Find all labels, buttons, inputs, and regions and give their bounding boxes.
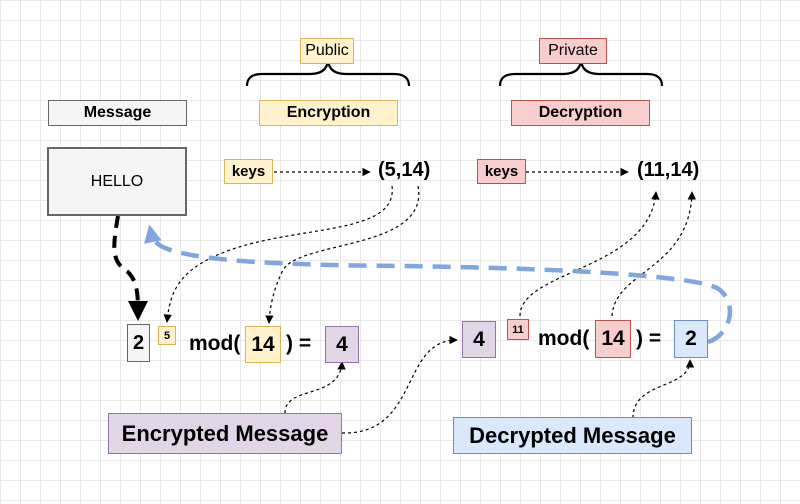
encrypted-caption-to-result-arrow <box>284 361 346 414</box>
encrypted-caption-to-cipher-arrow <box>341 335 458 434</box>
public-key-to-modulus-arrow <box>265 185 420 324</box>
message-box: HELLO <box>47 147 187 216</box>
encryption-result: 4 <box>325 326 359 363</box>
encryption-label: Encryption <box>259 100 398 126</box>
private-label: Private <box>539 38 607 64</box>
plaintext-number: 2 <box>127 324 150 362</box>
encrypted-message-caption: Encrypted Message <box>108 413 342 454</box>
decryption-result: 2 <box>674 320 708 358</box>
message-label: Message <box>48 100 187 126</box>
decryption-label: Decryption <box>511 100 650 126</box>
decrypted-caption-to-result-arrow <box>632 359 695 419</box>
encryption-exponent: 5 <box>158 326 176 345</box>
public-keys-label: keys <box>224 159 273 184</box>
encryption-mod-text: mod( <box>189 332 241 355</box>
decryption-modulus: 14 <box>595 320 631 358</box>
private-keys-label: keys <box>477 159 526 184</box>
public-key-to-exponent-arrow <box>163 185 393 323</box>
modulus-to-private-key-arrow <box>611 191 696 317</box>
encryption-close-equals: ) = <box>286 332 312 355</box>
decryption-exponent: 11 <box>507 319 529 340</box>
decryption-mod-text: mod( <box>538 327 590 350</box>
message-to-plaintext-arrow <box>112 215 148 321</box>
decrypted-loop-arrow <box>144 224 733 345</box>
private-key-pair: (11,14) <box>637 159 700 181</box>
ciphertext-number: 4 <box>462 321 496 358</box>
decryption-close-equals: ) = <box>636 327 662 350</box>
public-key-pair: (5,14) <box>378 159 431 181</box>
exponent-to-private-key-arrow <box>519 191 660 317</box>
encryption-modulus: 14 <box>245 326 281 363</box>
public-label: Public <box>300 38 354 64</box>
decrypted-message-caption: Decrypted Message <box>453 417 692 454</box>
